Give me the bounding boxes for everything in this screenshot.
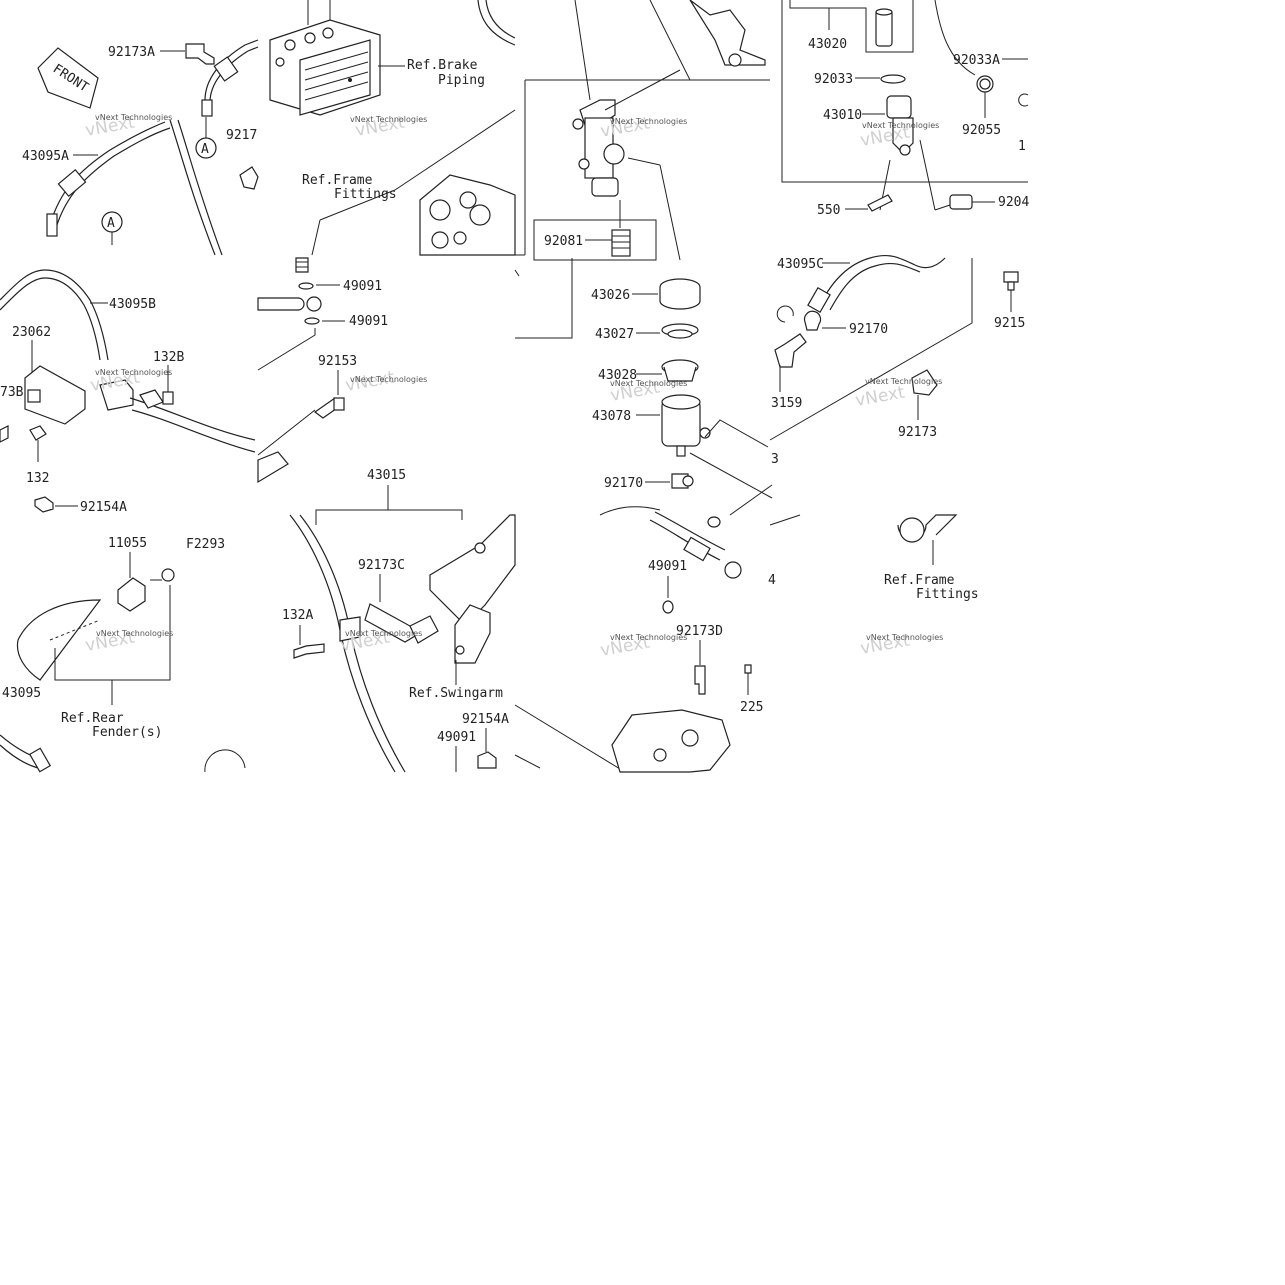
watermark-7: vNext Technologies — [610, 379, 687, 388]
part-43095C-label: 43095C — [777, 257, 824, 272]
callout-a-top: A — [201, 142, 209, 157]
part-132B-label: 132B — [153, 350, 184, 365]
part-43095B-label: 43095B — [109, 297, 156, 312]
master-cylinder — [572, 99, 625, 197]
part-73B-label: 73B — [0, 385, 24, 400]
watermark-3: vNext Technologies — [610, 117, 687, 126]
part-43095-label: 43095 — [2, 686, 41, 701]
part-92173C-label: 92173C — [358, 558, 405, 573]
part-92055-label: 92055 — [962, 123, 1001, 138]
part-9217-label: 9217 — [226, 128, 257, 143]
part-1-label: 1 — [1018, 139, 1026, 154]
ref-frame-fittings-label-2: Fittings — [916, 587, 979, 602]
ref-frame-fittings-label-1: Fittings — [334, 187, 397, 202]
diagram-code-label: F2293 — [186, 537, 225, 552]
part-92173D-label: 92173D — [676, 624, 723, 639]
part-3159-label: 3159 — [771, 396, 802, 411]
part-43095A-label: 43095A — [22, 149, 69, 164]
watermark-12: vNext Technologies — [866, 633, 943, 642]
part-43015-label: 43015 — [367, 468, 406, 483]
part-43078-label: 43078 — [592, 409, 631, 424]
part-92170-label-1: 92170 — [604, 476, 643, 491]
part-43020-label: 43020 — [808, 37, 847, 52]
watermark-1: vNext Technologies — [95, 113, 172, 122]
part-4-label: 4 — [768, 573, 776, 588]
part-49091-label-3: 49091 — [437, 730, 476, 745]
abs-unit — [269, 0, 381, 116]
part-43028-label: 43028 — [598, 368, 637, 383]
ref-swingarm-label: Ref.Swingarm — [409, 686, 503, 701]
watermark-6: vNext Technologies — [350, 375, 427, 384]
part-11055-label: 11055 — [108, 536, 147, 551]
ref-brake-label: Ref.Brake — [407, 58, 478, 73]
part-132-label: 132 — [26, 471, 49, 486]
callout-a-bottom: A — [107, 216, 115, 231]
watermark-2: vNext Technologies — [350, 115, 427, 124]
part-43010-label: 43010 — [823, 108, 862, 123]
part-49091-label-1: 49091 — [343, 279, 382, 294]
ref-rear-label: Ref.Rear — [61, 711, 124, 726]
part-92154A-label-2: 92154A — [462, 712, 509, 727]
watermark-10: vNext Technologies — [345, 629, 422, 638]
watermark-9: vNext Technologies — [96, 629, 173, 638]
watermark-11: vNext Technologies — [610, 633, 687, 642]
part-92170-label-2: 92170 — [849, 322, 888, 337]
part-550-label: 550 — [817, 203, 840, 218]
watermark-4: vNext Technologies — [862, 121, 939, 130]
part-49091-label-2: 49091 — [349, 314, 388, 329]
part-92154A-label-1: 92154A — [80, 500, 127, 515]
part-23062-label: 23062 — [12, 325, 51, 340]
front-direction-arrow: FRONT — [37, 47, 99, 109]
part-43026-label: 43026 — [591, 288, 630, 303]
part-3-label: 3 — [771, 452, 779, 467]
watermark-5: vNext Technologies — [95, 368, 172, 377]
watermark-8: vNext Technologies — [865, 377, 942, 386]
part-43027-label: 43027 — [595, 327, 634, 342]
ref-rear-fenders-label: Fender(s) — [92, 725, 162, 740]
part-92173-label: 92173 — [898, 425, 937, 440]
part-92173A-label: 92173A — [108, 45, 155, 60]
part-92033A-label: 92033A — [953, 53, 1000, 68]
part-92153-label: 92153 — [318, 354, 357, 369]
part-225-label: 225 — [740, 700, 763, 715]
part-92033-label: 92033 — [814, 72, 853, 87]
part-9204-label: 9204 — [998, 195, 1029, 210]
part-9215-label: 9215 — [994, 316, 1025, 331]
ref-frame-label-1: Ref.Frame — [302, 173, 373, 188]
ref-brake-piping-label: Piping — [438, 73, 485, 88]
ref-frame-label-2: Ref.Frame — [884, 573, 955, 588]
part-49091-label-4: 49091 — [648, 559, 687, 574]
part-92081-label: 92081 — [544, 234, 583, 249]
part-132A-label: 132A — [282, 608, 313, 623]
